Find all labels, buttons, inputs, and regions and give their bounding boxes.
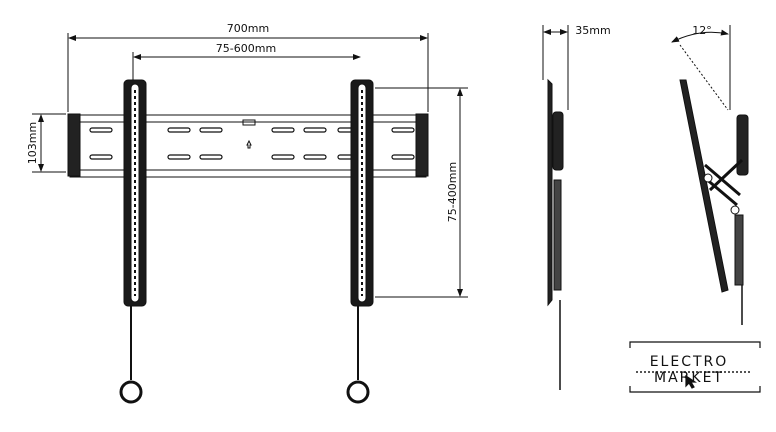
dim-overall-width bbox=[67, 33, 429, 112]
label-vesa-horizontal: 75-600mm bbox=[216, 42, 276, 55]
label-tilt-angle: 12° bbox=[692, 24, 712, 37]
label-wall-distance: 35mm bbox=[575, 24, 610, 37]
wall-bar bbox=[67, 113, 429, 178]
label-overall-width: 700mm bbox=[227, 22, 269, 35]
left-arm bbox=[119, 79, 147, 404]
left-pull-ring bbox=[119, 380, 143, 404]
dim-vesa-horizontal bbox=[132, 52, 361, 82]
label-vesa-vertical: 75-400mm bbox=[446, 162, 459, 222]
dim-bar-height bbox=[32, 113, 66, 173]
logo-title: ELECTRO MARKET bbox=[649, 354, 729, 386]
right-pull-ring bbox=[346, 380, 370, 404]
dim-vesa-vertical bbox=[375, 87, 468, 298]
right-arm bbox=[346, 79, 374, 404]
logo-frame bbox=[629, 341, 761, 393]
cursor-icon bbox=[685, 374, 697, 389]
side-view bbox=[542, 25, 569, 390]
label-bar-height: 103mm bbox=[26, 122, 39, 164]
tilt-view bbox=[671, 25, 749, 325]
